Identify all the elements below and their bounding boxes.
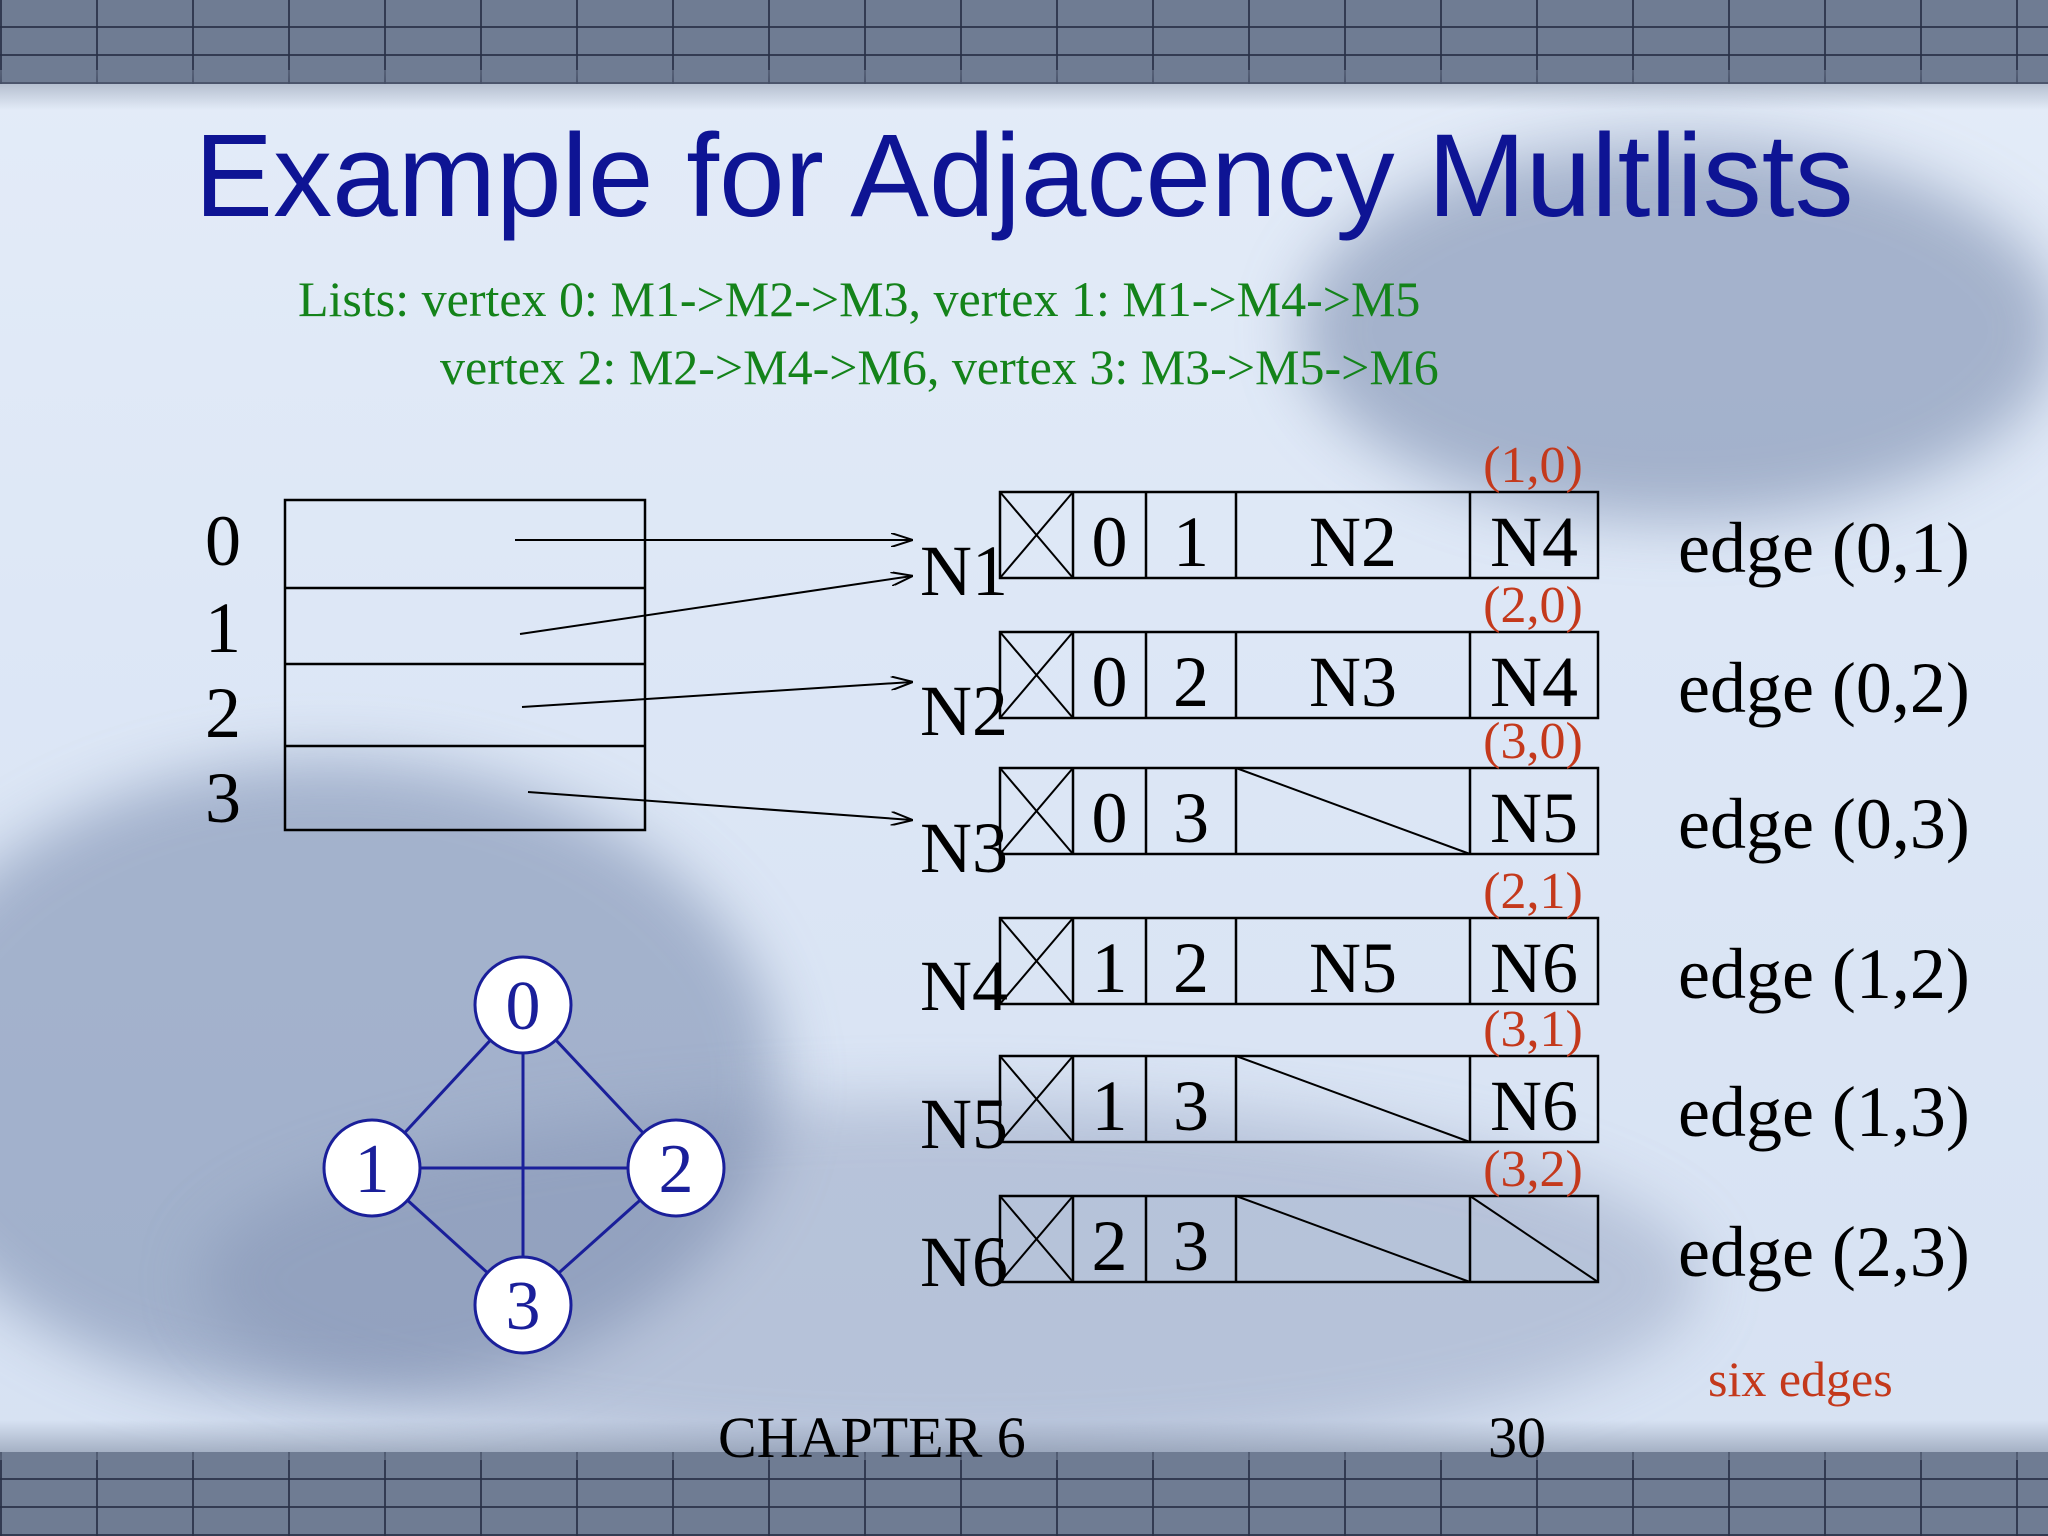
- graph-vertex-label: 2: [659, 1131, 694, 1208]
- edge-label: edge (2,3): [1678, 1212, 1970, 1292]
- head-index-2: 2: [205, 673, 241, 753]
- graph-vertex: [473, 955, 573, 1055]
- vertex-field: 2: [1173, 642, 1209, 722]
- mark-cross: [999, 631, 1074, 719]
- graph-vertex: [473, 1255, 573, 1355]
- edge-label: edge (1,3): [1678, 1072, 1970, 1152]
- graph-vertex: [322, 1118, 422, 1218]
- vertex-field: 2: [1092, 1206, 1128, 1286]
- record-box: [998, 630, 1600, 720]
- graph-vertex-label: 3: [506, 1268, 541, 1345]
- vertex-field: 0: [1092, 502, 1128, 582]
- record-box: [998, 916, 1600, 1006]
- record-box: [998, 1194, 1600, 1284]
- vertex-field: 3: [1173, 1066, 1209, 1146]
- null-pointer: [1235, 1055, 1471, 1143]
- vertex-pair-label: (2,0): [1483, 577, 1583, 634]
- node-name-N4: N4: [920, 946, 1008, 1026]
- vertex-pair-label: (2,1): [1483, 863, 1583, 920]
- link-field: N5: [1490, 778, 1578, 858]
- graph: 0 1 2 3: [322, 955, 726, 1355]
- vertex-pair-label: (3,2): [1483, 1141, 1583, 1198]
- record-box: [998, 766, 1600, 856]
- mark-cross: [999, 917, 1074, 1005]
- vertex-field: 0: [1092, 778, 1128, 858]
- vertex-pair-label: (3,1): [1483, 1001, 1583, 1058]
- background-cloud: [1300, 140, 2048, 520]
- null-pointer: [1235, 767, 1471, 855]
- node-names: N1 N2 N3 N4 N5 N6: [920, 531, 1008, 1302]
- vertex-field: 1: [1092, 928, 1128, 1008]
- graph-vertex-label: 1: [355, 1131, 390, 1208]
- graph-vertex: [626, 1118, 726, 1218]
- vertex-field: 2: [1173, 928, 1209, 1008]
- link-field: N5: [1309, 928, 1397, 1008]
- head-index-1: 1: [205, 588, 241, 668]
- head-pointers: [515, 540, 912, 820]
- vertex-field: 3: [1173, 778, 1209, 858]
- head-index-3: 3: [205, 758, 241, 838]
- link-field: N4: [1490, 642, 1578, 722]
- graph-vertex-label: 0: [506, 968, 541, 1045]
- edge-label: edge (0,1): [1678, 508, 1970, 588]
- vertex-field: 0: [1092, 642, 1128, 722]
- link-field: N3: [1309, 642, 1397, 722]
- slide-title: Example for Adjacency Multlists: [194, 110, 1854, 242]
- link-field: N6: [1490, 928, 1578, 1008]
- node-name-N1: N1: [920, 531, 1008, 611]
- brick-shadow-bottom: [0, 1420, 2048, 1460]
- node-name-N5: N5: [920, 1084, 1008, 1164]
- vertex-field: 1: [1173, 502, 1209, 582]
- record-box: [998, 490, 1600, 580]
- lists-line-1: Lists: vertex 0: M1->M2->M3, vertex 1: M…: [298, 271, 1421, 327]
- lists-line-2: vertex 2: M2->M4->M6, vertex 3: M3->M5->…: [440, 339, 1439, 395]
- link-field: N2: [1309, 502, 1397, 582]
- record-box: [998, 1054, 1600, 1144]
- node-name-N3: N3: [920, 808, 1008, 888]
- vertex-pair-label: (3,0): [1483, 713, 1583, 770]
- brick-shadow-top: [0, 70, 2048, 110]
- pointer-arrow: [519, 576, 912, 635]
- footer-page-number: 30: [1488, 1405, 1546, 1470]
- six-edges-note: six edges: [1708, 1351, 1893, 1407]
- head-index-0: 0: [205, 501, 241, 581]
- brick-wall-bottom: [0, 1452, 2048, 1536]
- background-cloud: [200, 1100, 1700, 1460]
- footer-chapter: CHAPTER 6: [718, 1405, 1026, 1470]
- edge-label: edge (0,2): [1678, 648, 1970, 728]
- head-array: 0 1 2 3: [205, 498, 647, 838]
- mark-cross: [999, 491, 1074, 579]
- vertex-field: 3: [1173, 1206, 1209, 1286]
- null-pointer: [1469, 1195, 1599, 1283]
- node-name-N6: N6: [920, 1222, 1008, 1302]
- mark-cross: [999, 1055, 1074, 1143]
- null-pointer: [1235, 1195, 1471, 1283]
- pointer-arrow: [521, 682, 912, 708]
- edge-label: edge (0,3): [1678, 784, 1970, 864]
- link-field: N4: [1490, 502, 1578, 582]
- node-name-N2: N2: [920, 671, 1008, 751]
- link-field: N6: [1490, 1066, 1578, 1146]
- pointer-arrow: [527, 791, 912, 820]
- mark-cross: [999, 1195, 1074, 1283]
- edge-label: edge (1,2): [1678, 934, 1970, 1014]
- background-cloud: [0, 760, 780, 1400]
- vertex-field: 1: [1092, 1066, 1128, 1146]
- mark-cross: [999, 767, 1074, 855]
- vertex-pair-label: (1,0): [1483, 437, 1583, 494]
